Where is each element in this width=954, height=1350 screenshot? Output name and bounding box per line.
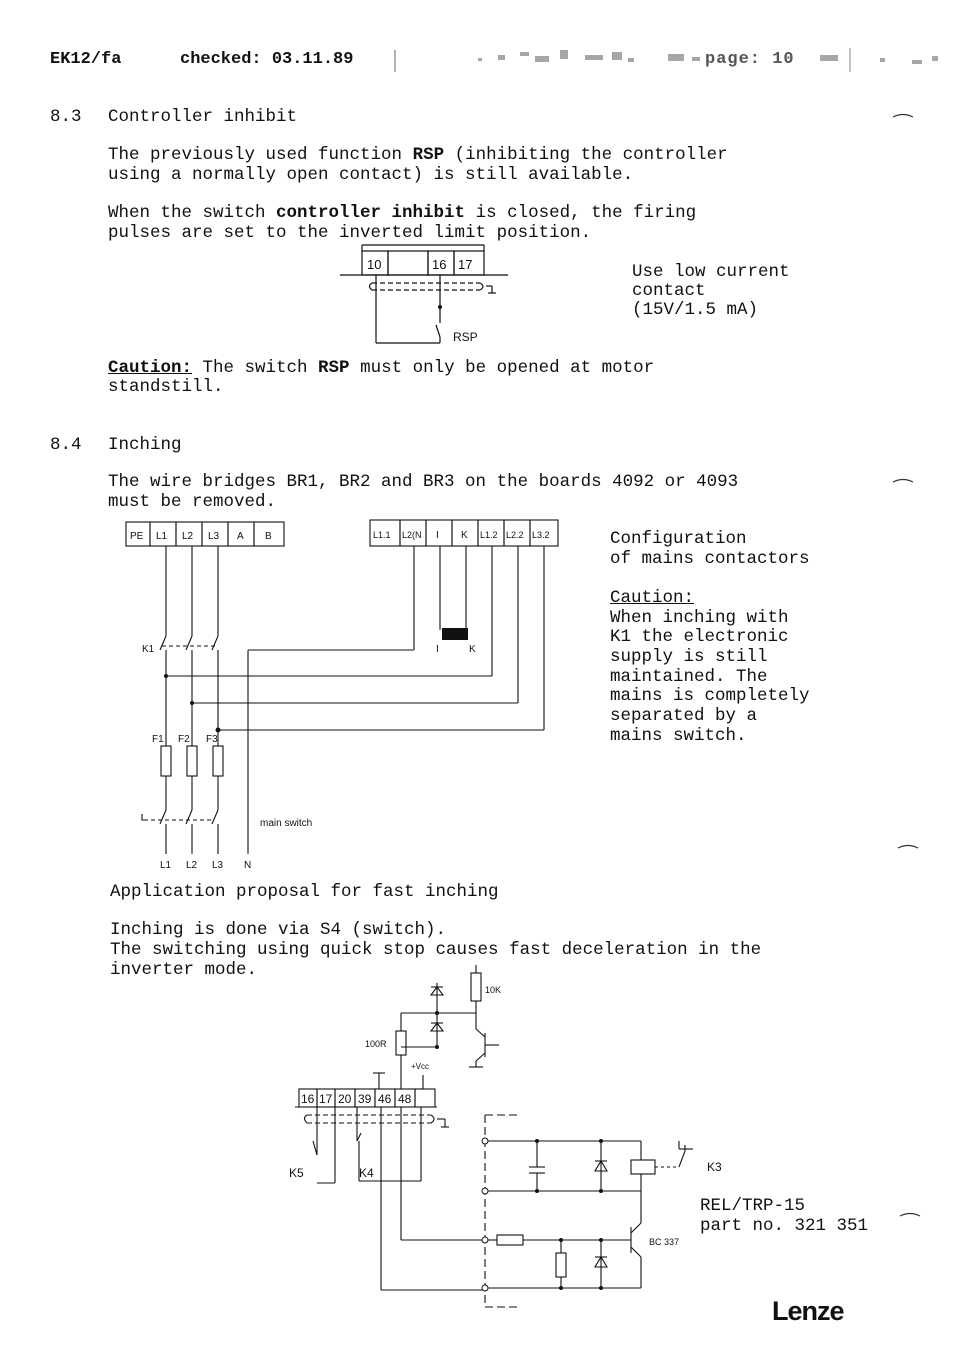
terminal-label: 16 — [432, 257, 446, 272]
fuse-label: F3 — [206, 734, 218, 745]
relay-contact-label: K5 — [289, 1166, 304, 1180]
terminal-box — [453, 250, 485, 276]
fuse-label: F1 — [152, 734, 164, 745]
terminal-label: L1.2 — [480, 530, 498, 540]
relay-coil-label: K3 — [707, 1160, 722, 1174]
paragraph-line: The wire bridges BR1, BR2 and BR3 on the… — [108, 472, 739, 492]
paragraph-line: Inching is done via S4 (switch). — [110, 920, 447, 940]
relay-type: REL/TRP-15 — [700, 1196, 806, 1216]
checked-date: checked: 03.11.89 — [180, 50, 354, 69]
paragraph-line: using a normally open contact) is still … — [108, 165, 634, 185]
terminal-label: L2.2 — [506, 530, 524, 540]
terminal-label: A — [237, 531, 244, 542]
section-title-8-4: Inching — [108, 435, 182, 455]
caution-line: standstill. — [108, 377, 224, 397]
application-title: Application proposal for fast inching — [110, 882, 499, 902]
contactor-label: K1 — [142, 644, 155, 655]
phase-label: L1 — [160, 860, 172, 871]
paragraph-line: pulses are set to the inverted limit pos… — [108, 223, 592, 243]
terminal-label: B — [265, 531, 272, 542]
coil-label: I — [436, 644, 439, 655]
terminal-label: PE — [130, 531, 144, 542]
terminal-label: I — [436, 530, 439, 541]
header-noise — [394, 48, 938, 72]
paragraph-line: must be removed. — [108, 492, 277, 512]
caution-line: supply is still — [610, 647, 768, 667]
terminal-label: 17 — [458, 257, 472, 272]
terminal-label: 16 — [301, 1092, 315, 1106]
phase-label: L3 — [212, 860, 224, 871]
note-line: (15V/1.5 mA) — [632, 300, 759, 320]
terminal-label: 46 — [378, 1092, 392, 1106]
switch-label: RSP — [453, 330, 478, 344]
doc-id: EK12/fa — [50, 50, 122, 69]
section-number-8-3: 8.3 — [50, 107, 82, 127]
terminal-label: L2(N — [402, 530, 422, 540]
caution-line: Caution: The switch RSP must only be ope… — [108, 358, 655, 378]
config-title: of mains contactors — [610, 549, 810, 569]
transistor-label: BC 337 — [649, 1237, 679, 1247]
terminal-label: 17 — [319, 1092, 333, 1106]
mains-contactor-diagram: PE L1 L2 L3 A B L1.1 L2(N I K L1.2 L2.2 … — [125, 519, 559, 871]
paragraph-line: inverter mode. — [110, 960, 258, 980]
terminal-label: 48 — [398, 1092, 412, 1106]
note-line: contact — [632, 281, 706, 301]
section-number-8-4: 8.4 — [50, 435, 82, 455]
fuse-label: F2 — [178, 734, 190, 745]
caution-line: mains is completely — [610, 686, 810, 706]
paragraph-line: When the switch controller inhibit is cl… — [108, 203, 697, 223]
terminal-label: 39 — [358, 1092, 372, 1106]
terminal-label: 20 — [338, 1092, 352, 1106]
caution-line: separated by a — [610, 706, 758, 726]
caution-line: K1 the electronic — [610, 627, 789, 647]
note-line: Use low current — [632, 262, 790, 282]
caution-line: maintained. The — [610, 667, 768, 687]
terminal-label: L3 — [208, 531, 220, 542]
paragraph-line: The previously used function RSP (inhibi… — [108, 145, 728, 165]
relay-contact-label: K4 — [359, 1166, 374, 1180]
caution-line: When inching with — [610, 608, 789, 628]
config-title: Configuration — [610, 529, 747, 549]
terminal-label: 10 — [367, 257, 381, 272]
page-number: page: 10 — [705, 50, 795, 69]
resistor-label: 10K — [485, 985, 501, 995]
paragraph-line: The switching using quick stop causes fa… — [110, 940, 762, 960]
terminal-label: K — [461, 530, 468, 541]
terminal-label: L2 — [182, 531, 194, 542]
neutral-label: N — [244, 860, 251, 871]
vcc-label: +Vcc — [411, 1062, 429, 1071]
caution-label: Caution: — [610, 588, 695, 608]
resistor-label: 100R — [365, 1039, 387, 1049]
section-title-8-3: Controller inhibit — [108, 107, 298, 127]
fast-inching-circuit: 16 17 20 39 46 48 10K 100R +Vcc K5 K4 K3… — [289, 965, 722, 1308]
caution-line: mains switch. — [610, 726, 747, 746]
coil-label: K — [469, 644, 476, 655]
brand-logo: Lenze — [772, 1296, 845, 1326]
terminal-label: L1 — [156, 531, 168, 542]
terminal-label: L3.2 — [532, 530, 550, 540]
phase-label: L2 — [186, 860, 198, 871]
main-switch-label: main switch — [260, 818, 312, 829]
terminal-label: L1.1 — [373, 530, 391, 540]
part-number: part no. 321 351 — [700, 1216, 869, 1236]
rsp-wiring-diagram: 10 16 17 RSP — [340, 244, 508, 344]
